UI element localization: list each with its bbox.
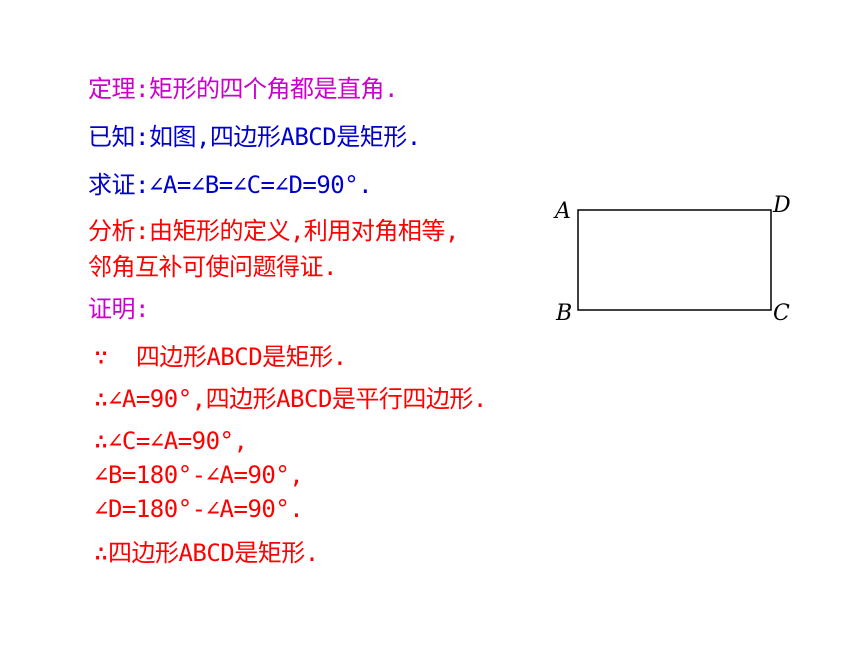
analysis-line-2: 邻角互补可使问题得证. (88, 253, 337, 281)
analysis-line-1: 分析:由矩形的定义,利用对角相等, (88, 217, 459, 245)
prove-text: 求证:∠A=∠B=∠C=∠D=90°. (88, 171, 373, 199)
proof-step-2: ∴∠A=90°,四边形ABCD是平行四边形. (94, 385, 487, 413)
theorem-text: 定理:矩形的四个角都是直角. (88, 75, 398, 103)
proof-step-3: ∴∠C=∠A=90°, (94, 427, 248, 455)
vertex-label-b: B (555, 301, 572, 326)
proof-step-5: ∠D=180°-∠A=90°. (94, 495, 304, 523)
proof-step-6: ∴四边形ABCD是矩形. (94, 539, 319, 567)
proof-step-1: ∵ 四边形ABCD是矩形. (94, 343, 347, 371)
vertex-label-c: C (773, 301, 790, 326)
vertex-label-a: A (553, 199, 571, 224)
given-text: 已知:如图,四边形ABCD是矩形. (88, 123, 421, 151)
rectangle-abcd (577, 209, 772, 311)
proof-step-4: ∠B=180°-∠A=90°, (94, 461, 304, 489)
proof-heading: 证明: (88, 295, 149, 323)
vertex-label-d: D (772, 193, 791, 218)
